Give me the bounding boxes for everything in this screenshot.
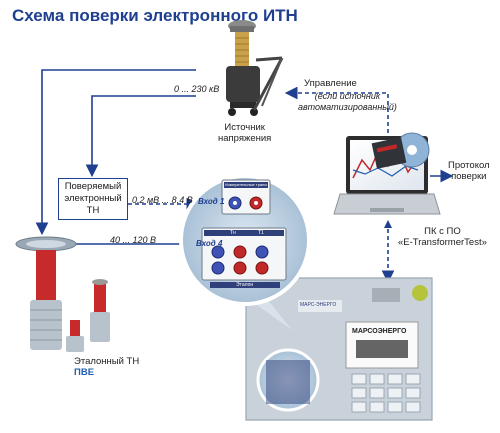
pc-line2: «E-TransformerTest» <box>398 237 487 248</box>
protocol-document-icon <box>456 150 488 158</box>
device-brand: МАРС-ЭНЕРГО <box>300 302 337 308</box>
voltage-source-icon <box>226 20 284 116</box>
panel-bottom: Эталон <box>236 282 254 288</box>
control-note-line1: (если источник <box>314 91 381 101</box>
control-label: Управление <box>304 78 357 89</box>
panel-sub2: Т1 <box>258 230 264 236</box>
measuring-device-icon <box>245 277 433 421</box>
hv-line-to-reference <box>35 69 196 236</box>
source-label: Источник напряжения <box>218 122 271 144</box>
dut-output-label: 0,2 мВ ... 8,4 В <box>132 195 193 205</box>
panel-sub1: Тн <box>230 230 236 236</box>
protocol-label: Протокол поверки <box>448 160 490 182</box>
pc-line1: ПК с ПО <box>424 226 461 237</box>
reference-tn-icon <box>15 236 110 352</box>
source-label-line1: Источник <box>224 122 265 133</box>
magnifier-lens <box>179 174 311 330</box>
reference-line2: ПВЕ <box>74 367 95 378</box>
reference-output-label: 40 ... 120 В <box>110 235 157 245</box>
input4-label: Вход 4 <box>196 239 223 248</box>
protocol-line2: поверки <box>451 171 487 182</box>
dut-line3: ТН <box>86 205 100 216</box>
control-line <box>284 86 389 140</box>
laptop-icon <box>333 132 441 215</box>
device-name: МАРСОЭНЕРГО <box>352 328 407 335</box>
page-title: Схема поверки электронного ИТН <box>12 6 298 25</box>
reference-label: Эталонный ТН ПВЕ <box>74 356 139 378</box>
dut-box: Поверяемый электронный ТН <box>58 178 128 220</box>
dut-line1: Поверяемый <box>64 181 122 192</box>
panel-header: Измерительные трансформаторы <box>225 182 267 187</box>
source-range-label: 0 ... 230 кВ <box>174 84 220 94</box>
pc-label: ПК с ПО «E-TransformerTest» <box>398 226 487 248</box>
source-label-line2: напряжения <box>218 133 272 144</box>
reference-line1: Эталонный ТН <box>74 356 140 367</box>
protocol-line1: Протокол <box>448 160 490 171</box>
control-note-line2: автоматизированный) <box>298 102 397 112</box>
input1-label: Вход 1 <box>198 197 225 206</box>
dut-line2: электронный <box>64 193 122 204</box>
hv-line-to-dut <box>85 95 196 178</box>
control-note: (если источник автоматизированный) <box>298 91 397 113</box>
